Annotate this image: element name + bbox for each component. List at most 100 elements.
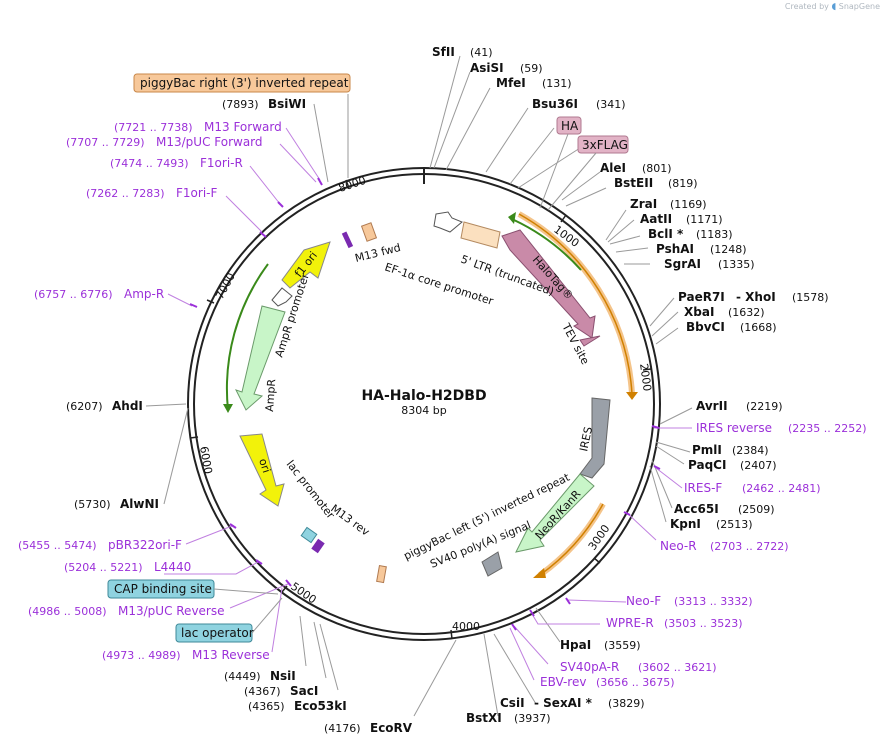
enzyme-bbvci[interactable]: BbvCI <box>686 320 725 334</box>
enzyme-zrai[interactable]: ZraI <box>630 197 657 211</box>
enzyme-mfei-pos: (131) <box>542 77 572 90</box>
enzyme-alei[interactable]: AleI <box>600 161 626 175</box>
m13-fwd-feature <box>341 231 354 249</box>
primer-wpre-r[interactable]: WPRE-R <box>606 616 654 630</box>
primer-sv40pa-r[interactable]: SV40pA-R <box>560 660 619 674</box>
primer-neo-r[interactable]: Neo-R <box>660 539 697 553</box>
sv40-polya-feature <box>481 551 503 577</box>
neo-arc-line <box>539 503 604 576</box>
enzyme-sfii[interactable]: SfII <box>432 45 455 59</box>
primer-f1ori-f-range: (7262 .. 7283) <box>86 187 165 200</box>
primer-ebv-rev-range: (3656 .. 3675) <box>596 676 675 689</box>
enzyme-paer7i[interactable]: PaeR7I <box>678 290 725 304</box>
primer-marks <box>189 177 661 631</box>
enzyme-bbvci-pos: (1668) <box>740 321 777 334</box>
enzyme-bstxi[interactable]: BstXI <box>466 711 502 725</box>
primer-m13-reverse-range: (4973 .. 4989) <box>102 649 181 662</box>
enzyme-asisi-pos: (59) <box>520 62 543 75</box>
arc-arrowhead-4 <box>223 404 233 413</box>
label-m13-fwd: M13 fwd <box>354 241 402 265</box>
piggybac-right-arc-line <box>518 213 633 395</box>
enzyme-csii[interactable]: CsiI <box>500 696 525 710</box>
credit: Created by ◖ SnapGene <box>785 2 880 12</box>
piggybac-right-label: piggyBac right (3') inverted repeat <box>140 76 349 90</box>
primer-f1ori-f[interactable]: F1ori-F <box>176 186 217 200</box>
primer-m13-reverse[interactable]: M13 Reverse <box>192 648 270 662</box>
primer-ires-reverse[interactable]: IRES reverse <box>696 421 772 435</box>
tick-label-4000: 4000 <box>452 620 480 633</box>
enzyme-pmli[interactable]: PmlI <box>692 443 722 457</box>
ha-box[interactable] <box>556 116 582 135</box>
enzyme-kpni-pos: (2513) <box>716 518 753 531</box>
enzyme-zrai-pos: (1169) <box>670 198 707 211</box>
primer-f1ori-r[interactable]: F1ori-R <box>200 156 243 170</box>
primer-pbr322ori-f[interactable]: pBR322ori-F <box>108 538 182 552</box>
enzyme-bcli[interactable]: BclI * <box>648 227 684 241</box>
f1-ori-feature <box>281 241 331 289</box>
enzyme-bstxi-pos: (3937) <box>514 712 551 725</box>
3xflag-box[interactable] <box>577 135 629 154</box>
primer-m13-puc-forward[interactable]: M13/pUC Forward <box>156 135 263 149</box>
enzyme-saci-pos: (4367) <box>244 685 281 698</box>
enzyme-sexai-pos: (3829) <box>608 697 645 710</box>
cap-binding-site-label: CAP binding site <box>114 582 212 596</box>
primer-m13-forward-range: (7721 .. 7738) <box>114 121 193 134</box>
primer-f1ori-r-range: (7474 .. 7493) <box>110 157 189 170</box>
tev-site-feature <box>579 335 601 347</box>
enzyme-aatii[interactable]: AatII <box>640 212 672 226</box>
primer-neo-f[interactable]: Neo-F <box>626 594 661 608</box>
enzyme-bsiwi-pos: (7893) <box>222 98 259 111</box>
piggybac-right-box[interactable] <box>133 73 351 93</box>
enzyme-saci[interactable]: SacI <box>290 684 318 698</box>
primer-neo-r-range: (2703 .. 2722) <box>710 540 789 553</box>
enzyme-bsu36i[interactable]: Bsu36I <box>532 97 578 111</box>
enzyme-avrii-pos: (2219) <box>746 400 783 413</box>
enzyme-ecorv[interactable]: EcoRV <box>370 721 413 735</box>
enzyme-asisi[interactable]: AsiSI <box>470 61 504 75</box>
primer-l4440[interactable]: L4440 <box>154 560 191 574</box>
enzyme-sgrai[interactable]: SgrAI <box>664 257 701 271</box>
enzyme-nsii[interactable]: NsiI <box>270 669 296 683</box>
enzyme-xbai[interactable]: XbaI <box>684 305 714 319</box>
primer-m13-puc-reverse[interactable]: M13/pUC Reverse <box>118 604 225 618</box>
enzyme-ecorv-pos: (4176) <box>324 722 361 735</box>
enzyme-bsteii[interactable]: BstEII <box>614 176 653 190</box>
leader-lines <box>145 55 693 717</box>
lac-operator-label: lac operator <box>181 626 254 640</box>
enzyme-sexai[interactable]: - SexAI * <box>534 696 593 710</box>
enzyme-alei-pos: (801) <box>642 162 672 175</box>
enzyme-mfei[interactable]: MfeI <box>496 76 526 90</box>
enzyme-ahdi-pos: (6207) <box>66 400 103 413</box>
enzyme-kpni[interactable]: KpnI <box>670 517 701 531</box>
enzyme-bcli-pos: (1183) <box>696 228 733 241</box>
primer-m13-forward[interactable]: M13 Forward <box>204 120 282 134</box>
enzyme-acc65i[interactable]: Acc65I <box>674 502 719 516</box>
enzyme-pshai-pos: (1248) <box>710 243 747 256</box>
tick-label-6000: 6000 <box>197 445 215 475</box>
ampr-promoter-feature <box>271 287 293 307</box>
primer-wpre-r-range: (3503 .. 3523) <box>664 617 743 630</box>
label-ampr: AmpR <box>263 378 278 412</box>
enzyme-eco53ki[interactable]: Eco53kI <box>294 699 347 713</box>
primer-m13-puc-reverse-range: (4986 .. 5008) <box>28 605 107 618</box>
neor-feature <box>515 473 595 553</box>
primer-amp-r-range: (6757 .. 6776) <box>34 288 113 301</box>
enzyme-alwni[interactable]: AlwNI <box>120 497 159 511</box>
enzyme-pshai[interactable]: PshAI <box>656 242 694 256</box>
enzyme-acc65i-pos: (2509) <box>738 503 775 516</box>
plasmid-name: HA-Halo-H2DBD <box>361 388 486 404</box>
enzyme-paqci[interactable]: PaqCI <box>688 458 726 472</box>
enzyme-hpai-pos: (3559) <box>604 639 641 652</box>
primer-amp-r[interactable]: Amp-R <box>124 287 164 301</box>
piggybac-small-feature <box>360 222 378 242</box>
primer-ires-f-range: (2462 .. 2481) <box>742 482 821 495</box>
primer-labels: (7721 .. 7738) M13 Forward (7707 .. 7729… <box>18 120 867 689</box>
enzyme-hpai[interactable]: HpaI <box>560 638 591 652</box>
enzyme-avrii[interactable]: AvrII <box>696 399 728 413</box>
primer-ebv-rev[interactable]: EBV-rev <box>540 675 586 689</box>
enzyme-xhoi[interactable]: - XhoI <box>736 290 776 304</box>
enzyme-bsiwi[interactable]: BsiWI <box>268 97 306 111</box>
enzyme-ahdi[interactable]: AhdI <box>112 399 143 413</box>
enzyme-bsu36i-pos: (341) <box>596 98 626 111</box>
primer-ires-f[interactable]: IRES-F <box>684 481 722 495</box>
